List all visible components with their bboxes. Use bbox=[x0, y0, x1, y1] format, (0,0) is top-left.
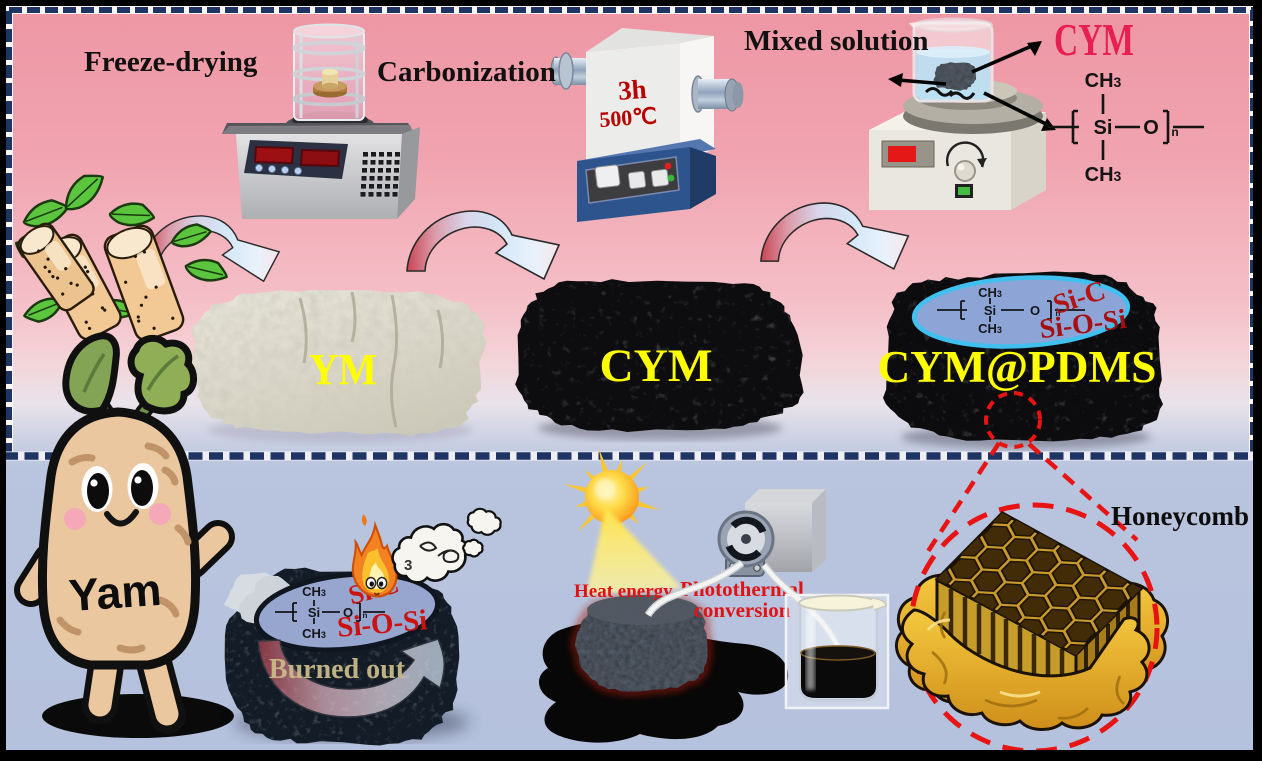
svg-text:Si-O-Si: Si-O-Si bbox=[336, 604, 429, 644]
svg-text:Honeycomb: Honeycomb bbox=[1111, 501, 1249, 531]
svg-text:CH3: CH3 bbox=[1085, 164, 1122, 186]
svg-text:CH3: CH3 bbox=[1085, 70, 1122, 92]
svg-text:Burned out: Burned out bbox=[269, 654, 406, 685]
svg-text:3: 3 bbox=[404, 557, 412, 574]
svg-text:Mixed solution: Mixed solution bbox=[744, 25, 929, 57]
svg-text:Freeze-drying: Freeze-drying bbox=[84, 46, 258, 78]
svg-text:Si: Si bbox=[984, 303, 996, 318]
svg-text:CH3: CH3 bbox=[978, 321, 1002, 336]
svg-text:CYM: CYM bbox=[600, 340, 713, 392]
svg-text:Carbonization: Carbonization bbox=[377, 56, 556, 88]
svg-text:Si: Si bbox=[308, 605, 320, 620]
svg-text:Si: Si bbox=[1094, 117, 1113, 139]
svg-text:CH3: CH3 bbox=[302, 626, 326, 641]
svg-text:n: n bbox=[1171, 125, 1178, 139]
svg-text:Yam: Yam bbox=[67, 564, 163, 621]
svg-text:O: O bbox=[343, 605, 353, 620]
svg-text:YM: YM bbox=[309, 345, 377, 394]
svg-text:CYM: CYM bbox=[1054, 14, 1134, 65]
svg-text:CH3: CH3 bbox=[978, 285, 1002, 300]
svg-text:CYM@PDMS: CYM@PDMS bbox=[878, 342, 1157, 392]
svg-text:3h: 3h bbox=[617, 74, 648, 106]
svg-text:conversion: conversion bbox=[694, 598, 791, 622]
svg-text:500℃: 500℃ bbox=[598, 103, 657, 132]
svg-text:O: O bbox=[1143, 117, 1159, 139]
svg-text:CH3: CH3 bbox=[302, 584, 326, 599]
svg-text:O: O bbox=[1030, 303, 1040, 318]
svg-text:Heat energy: Heat energy bbox=[574, 581, 673, 602]
svg-text:n: n bbox=[363, 611, 368, 620]
svg-text:n: n bbox=[1056, 309, 1061, 318]
